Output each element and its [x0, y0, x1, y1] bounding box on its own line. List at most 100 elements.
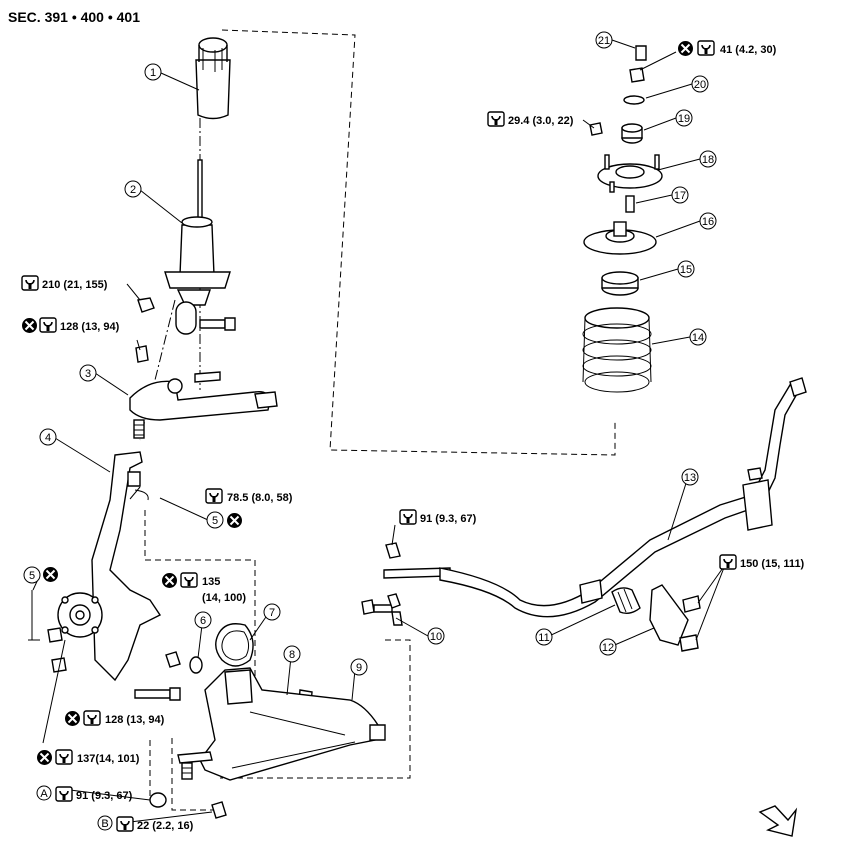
torque-text-sub: (14, 100) [202, 592, 246, 604]
callout-number: 2 [130, 184, 136, 196]
torque-wrench-icon [116, 816, 134, 832]
torque-label-91a: 91 (9.3, 67) [399, 509, 477, 525]
torque-text: 128 (13, 94) [105, 714, 165, 726]
assembly-line-nut-a [149, 740, 160, 801]
lower-nut-a [149, 792, 167, 808]
torque-wrench-icon [205, 488, 223, 504]
callout-number: 11 [538, 632, 549, 644]
dust-boot-part [195, 37, 231, 120]
callout-circle [144, 63, 162, 81]
callout-circle [427, 627, 445, 645]
callout-circle [206, 511, 224, 529]
lower-bolt [134, 689, 171, 699]
strut-nut [137, 297, 155, 313]
torque-label-128a: 128 (13, 94) [21, 317, 120, 334]
callout-circle [39, 428, 57, 446]
do-not-reuse-icon [42, 566, 59, 583]
callout-number: 17 [674, 190, 686, 202]
torque-label-128b: 128 (13, 94) [64, 710, 165, 727]
callout-number: 21 [598, 35, 610, 47]
washer-part [189, 656, 203, 674]
torque-text: 135 [202, 576, 220, 588]
knuckle-nut [47, 627, 63, 643]
callout-circle [681, 468, 699, 486]
section-title: SEC. 391 • 400 • 401 [8, 9, 140, 25]
callout-number: 6 [200, 615, 206, 627]
torque-wrench-icon [697, 40, 715, 56]
torque-wrench-icon [487, 111, 505, 127]
callout-number: 4 [45, 432, 51, 444]
coil-spring-part [582, 307, 652, 393]
torque-text: 210 (21, 155) [42, 279, 108, 291]
torque-label-41: 41 (4.2, 30) [677, 40, 777, 57]
torque-wrench-icon [39, 317, 57, 333]
torque-wrench-icon [55, 749, 73, 765]
assembly-line-strut [221, 29, 616, 456]
torque-wrench-icon [21, 275, 39, 291]
piston-rod-nut [629, 67, 645, 83]
stabilizer-bar-part [439, 377, 807, 618]
centerline-upper [139, 299, 176, 441]
callout-circle [350, 658, 368, 676]
letter-a: A [40, 788, 48, 800]
front-arrow-icon [758, 805, 798, 837]
torque-label-29: 29.4 (3.0, 22) [487, 111, 574, 127]
torque-wrench-icon [180, 572, 198, 588]
washer-nut [165, 651, 181, 668]
mount-nut [589, 122, 603, 136]
callout-number: 19 [678, 113, 690, 125]
torque-text: 137(14, 101) [77, 753, 140, 765]
leader-lines [32, 39, 726, 823]
callout-circle [23, 566, 41, 584]
callout-circle [699, 150, 717, 168]
callout-number: 5 [212, 515, 218, 527]
torque-wrench-icon [399, 509, 417, 525]
torque-text: 91 (9.3, 67) [76, 790, 133, 802]
strut-upper-nut [135, 345, 149, 363]
callout-number: 16 [702, 216, 714, 228]
bushing-part [611, 587, 641, 615]
callout-circle [699, 212, 717, 230]
lower-link-part [177, 667, 386, 781]
torque-label-22: B 22 (2.2, 16) [97, 815, 194, 832]
cap-part-21 [635, 45, 647, 61]
clamp-bracket-part [649, 584, 701, 652]
callout-circle [599, 638, 617, 656]
callout-circle [535, 628, 553, 646]
callout-number: 7 [269, 607, 275, 619]
cotter-pin-left [28, 590, 40, 641]
callout-number: 1 [150, 67, 156, 79]
torque-label-78: 78.5 (8.0, 58) [205, 488, 293, 504]
torque-text: 29.4 (3.0, 22) [508, 115, 574, 127]
callout-number: 5 [29, 570, 35, 582]
callout-number: 8 [289, 649, 295, 661]
callout-circle [675, 109, 693, 127]
callout-number: 20 [694, 79, 706, 91]
do-not-reuse-icon [64, 710, 81, 727]
knuckle-lower-nut [51, 657, 67, 673]
callout-number: 12 [602, 642, 614, 654]
assembly-line-nut-b [171, 738, 215, 811]
callout-number: 10 [430, 631, 442, 643]
callout-circle [691, 75, 709, 93]
callout-circle [79, 364, 97, 382]
do-not-reuse-icon [161, 572, 178, 589]
do-not-reuse-icon [21, 317, 38, 334]
callout-number: 14 [692, 332, 704, 344]
torque-text: 91 (9.3, 67) [420, 513, 477, 525]
shock-absorber-part [164, 159, 236, 335]
letter-b: B [101, 818, 108, 830]
torque-wrench-icon [55, 786, 73, 802]
torque-text: 128 (13, 94) [60, 321, 120, 333]
callout-number: 13 [684, 472, 696, 484]
torque-wrench-icon [83, 710, 101, 726]
torque-label-91b: A 91 (9.3, 67) [36, 785, 133, 802]
torque-text: 22 (2.2, 16) [137, 820, 194, 832]
torque-label-150: 150 (15, 111) [719, 554, 805, 570]
callout-number: 15 [680, 264, 692, 276]
callout-circle [689, 328, 707, 346]
callout-circle [671, 186, 689, 204]
callout-circle [194, 611, 212, 629]
